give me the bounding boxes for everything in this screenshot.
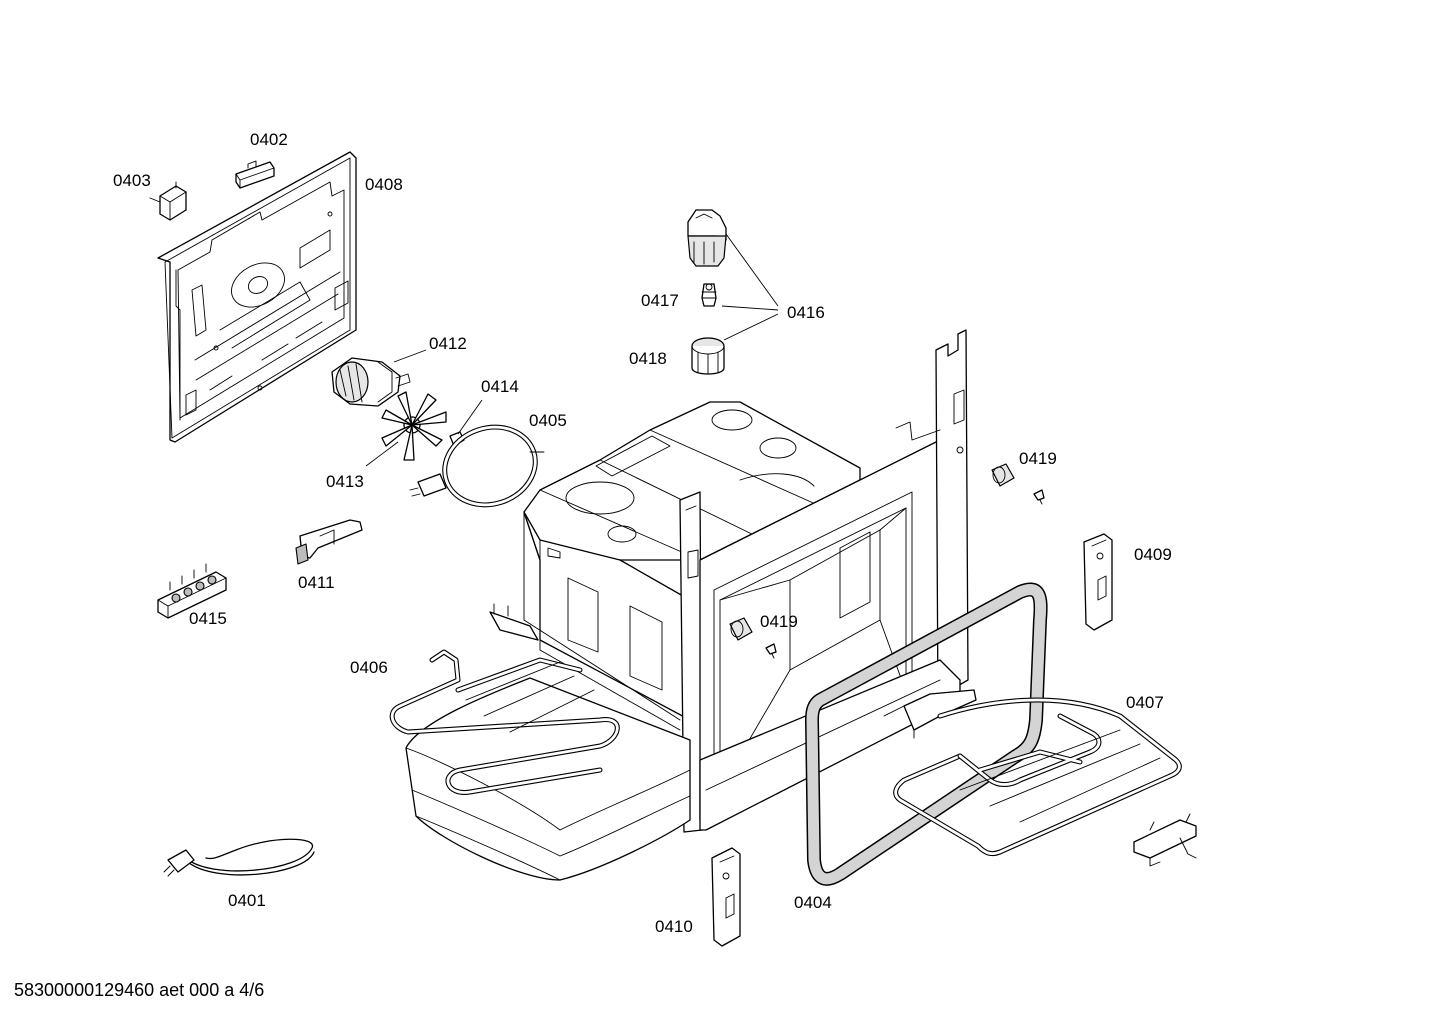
nut-part xyxy=(449,431,465,447)
part-0419-front xyxy=(729,617,777,659)
fan-blade-part xyxy=(381,391,447,461)
part-labels: 0402 0403 0408 0412 0414 0405 0413 0411 … xyxy=(113,130,1172,936)
label-0402: 0402 xyxy=(250,130,288,149)
fan-motor-part xyxy=(331,357,411,407)
part-0419-upper xyxy=(991,463,1045,505)
hinge-part-0409 xyxy=(1083,533,1113,631)
label-0419-upper: 0419 xyxy=(1019,449,1057,468)
label-0411: 0411 xyxy=(298,573,335,592)
bracket-part xyxy=(1133,813,1197,867)
lamp-bulb-part xyxy=(701,283,717,307)
grill-element-part xyxy=(893,697,1182,857)
part-0402 xyxy=(235,160,275,189)
label-0416: 0416 xyxy=(787,303,825,322)
lamp-cover-part xyxy=(691,337,725,375)
label-0404: 0404 xyxy=(794,893,832,912)
label-0419-front: 0419 xyxy=(760,612,798,631)
label-0417: 0417 xyxy=(641,291,679,310)
door-gasket-part xyxy=(805,582,1048,886)
label-0406: 0406 xyxy=(350,658,388,677)
label-0413: 0413 xyxy=(326,472,364,491)
drawing-reference-footer: 58300000129460 aet 000 a 4/6 xyxy=(14,980,265,1000)
label-0412: 0412 xyxy=(429,334,467,353)
lamp-holder-part xyxy=(687,209,727,267)
label-0401: 0401 xyxy=(228,891,266,910)
rear-panel-part xyxy=(157,151,357,443)
label-0410: 0410 xyxy=(655,917,693,936)
terminal-block-part xyxy=(157,563,227,619)
label-0418: 0418 xyxy=(629,349,667,368)
power-cord-part xyxy=(163,838,315,877)
lower-heater-part xyxy=(389,603,691,881)
label-0415: 0415 xyxy=(189,609,227,628)
part-0403 xyxy=(149,181,187,221)
label-0407: 0407 xyxy=(1126,693,1164,712)
part-0411 xyxy=(295,519,363,565)
label-0405: 0405 xyxy=(529,411,567,430)
label-0414: 0414 xyxy=(481,377,519,396)
label-0409: 0409 xyxy=(1134,545,1172,564)
leader-lines xyxy=(365,233,779,467)
oven-cavity-body xyxy=(523,329,969,833)
hinge-part-0410 xyxy=(711,847,741,947)
circular-heater-part xyxy=(409,424,545,508)
label-0408: 0408 xyxy=(365,175,403,194)
label-0403: 0403 xyxy=(113,171,151,190)
